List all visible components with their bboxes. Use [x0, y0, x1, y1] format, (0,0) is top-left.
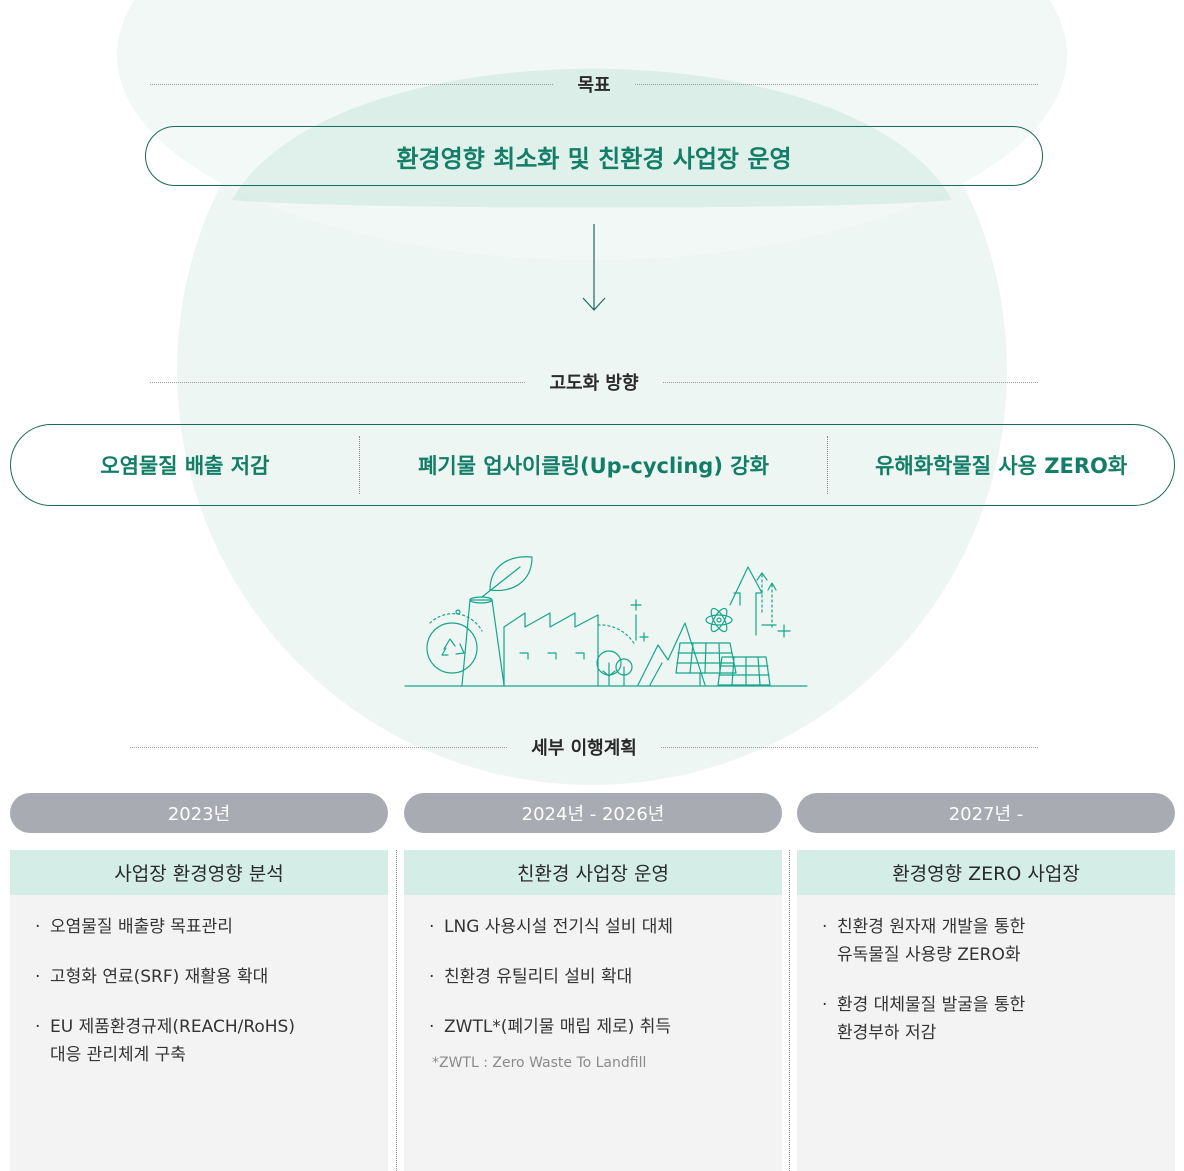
list-item-text: 유독물질 사용량 ZERO화: [837, 945, 1021, 965]
list-item-text: 친환경 원자재 개발을 통한: [837, 917, 1026, 937]
dotted-divider: [662, 381, 1039, 383]
list-item: 친환경 유틸리티 설비 확대: [429, 963, 782, 991]
plan-column: 친환경 사업장 운영 LNG 사용시설 전기식 설비 대체 친환경 유틸리티 설…: [404, 850, 782, 1171]
dotted-divider: [634, 83, 1038, 85]
plan-section-label: 세부 이행계획: [531, 738, 637, 759]
list-item-text: 고형화 연료(SRF) 재활용 확대: [50, 967, 269, 987]
down-arrow-icon: [582, 224, 606, 311]
dotted-divider: [150, 381, 526, 383]
dotted-divider: [660, 746, 1039, 748]
direction-item: 폐기물 업사이클링(Up-cycling) 강화: [418, 454, 769, 478]
plan-section-title: 세부 이행계획: [130, 735, 1039, 759]
recycle-icon: [426, 609, 483, 674]
leaf-icon: [481, 556, 533, 598]
goal-box: 환경영향 최소화 및 친환경 사업장 운영: [145, 126, 1043, 186]
plan-column-heading: 친환경 사업장 운영: [404, 850, 782, 895]
dotted-divider: [150, 83, 554, 85]
list-item-text: EU 제품환경규제(REACH/RoHS): [50, 1017, 295, 1037]
goal-title: 환경영향 최소화 및 친환경 사업장 운영: [396, 144, 792, 173]
list-item: LNG 사용시설 전기식 설비 대체: [429, 913, 782, 941]
plan-column: 사업장 환경영향 분석 오염물질 배출량 목표관리 고형화 연료(SRF) 재활…: [10, 850, 388, 1171]
list-item: 고형화 연료(SRF) 재활용 확대: [35, 963, 388, 991]
eco-factory-illustration: [404, 556, 808, 687]
direction-item: 유해화학물질 사용 ZERO화: [875, 454, 1128, 478]
list-item: 오염물질 배출량 목표관리: [35, 913, 388, 941]
period-pill: 2027년 -: [797, 793, 1175, 833]
goal-section-title: 목표: [150, 72, 1038, 96]
directions-section-label: 고도화 방향: [549, 373, 639, 394]
dotted-separator: [358, 436, 360, 494]
directions-box: 오염물질 배출 저감 폐기물 업사이클링(Up-cycling) 강화 유해화학…: [10, 424, 1175, 506]
list-item: EU 제품환경규제(REACH/RoHS) 대응 관리체계 구축: [35, 1013, 388, 1069]
list-item-text: 환경부하 저감: [837, 1023, 937, 1043]
plan-item-list: 오염물질 배출량 목표관리 고형화 연료(SRF) 재활용 확대 EU 제품환경…: [10, 895, 388, 1069]
plan-column-heading: 환경영향 ZERO 사업장: [797, 850, 1175, 895]
dotted-separator: [396, 850, 397, 1171]
period-pill: 2023년: [10, 793, 388, 833]
plan-column-heading: 사업장 환경영향 분석: [10, 850, 388, 895]
list-item-text: 오염물질 배출량 목표관리: [50, 917, 233, 937]
dotted-separator: [789, 850, 790, 1171]
goal-section-label: 목표: [577, 75, 611, 96]
list-item-text: 대응 관리체계 구축: [50, 1045, 186, 1065]
footnote: *ZWTL : Zero Waste To Landfill: [432, 1055, 647, 1071]
list-item-text: 환경 대체물질 발굴을 통한: [837, 995, 1026, 1015]
dotted-divider: [130, 746, 508, 748]
list-item: ZWTL*(폐기물 매립 제로) 취득: [429, 1013, 782, 1041]
list-item-text: ZWTL*(폐기물 매립 제로) 취득: [444, 1017, 672, 1037]
period-pill: 2024년 - 2026년: [404, 793, 782, 833]
dotted-separator: [827, 436, 829, 494]
plan-item-list: LNG 사용시설 전기식 설비 대체 친환경 유틸리티 설비 확대 ZWTL*(…: [404, 895, 782, 1041]
direction-item: 오염물질 배출 저감: [100, 454, 270, 478]
list-item-text: LNG 사용시설 전기식 설비 대체: [444, 917, 674, 937]
list-item-text: 친환경 유틸리티 설비 확대: [444, 967, 633, 987]
directions-section-title: 고도화 방향: [150, 370, 1039, 394]
solar-panel-icon: [675, 642, 771, 686]
atom-icon: [705, 607, 733, 633]
